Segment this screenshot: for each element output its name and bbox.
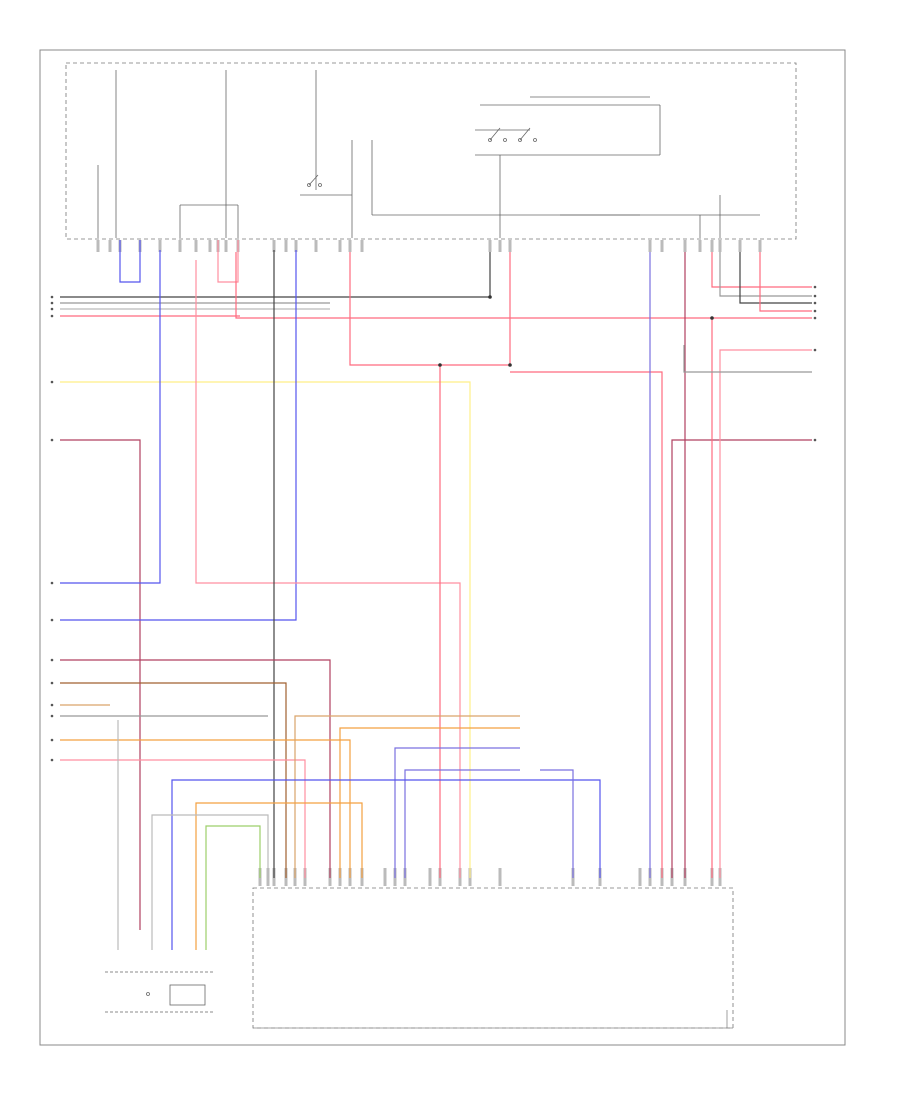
diagram-frame bbox=[39, 49, 846, 1046]
wire-red-right-mid bbox=[510, 371, 663, 878]
right-terminal-marks bbox=[813, 285, 817, 442]
wire-maroon-660 bbox=[60, 659, 331, 878]
wire-dark-right-top-3 bbox=[739, 252, 812, 304]
top-pin bbox=[758, 240, 762, 252]
wire-grey-right-top-2 bbox=[719, 252, 812, 297]
wire-dark-bus bbox=[60, 252, 491, 298]
top-connector-pins bbox=[96, 240, 762, 252]
top-pin bbox=[96, 240, 100, 252]
top-pin bbox=[683, 240, 687, 252]
wire-blue-loop bbox=[119, 240, 141, 283]
top-pin bbox=[294, 240, 298, 252]
wire-red-right-top-4 bbox=[759, 252, 812, 312]
wire-green-lower bbox=[205, 825, 261, 950]
wire-red-right-top-1 bbox=[711, 252, 812, 288]
wire-pink-right-long bbox=[719, 349, 812, 878]
top-pin bbox=[224, 240, 228, 252]
top-pin bbox=[314, 240, 318, 252]
wire-yellow bbox=[60, 381, 471, 878]
splice-dots bbox=[438, 295, 714, 367]
wire-orange-right bbox=[339, 727, 520, 878]
wire-orange-lower bbox=[195, 802, 363, 950]
wire-red-bus-right bbox=[235, 252, 812, 319]
top-pin bbox=[208, 240, 212, 252]
bottom-pin bbox=[498, 868, 502, 886]
wire-maroon-left bbox=[60, 439, 141, 930]
wire-blue-long-2 bbox=[60, 250, 297, 621]
wire-pink-760 bbox=[60, 759, 306, 878]
top-pin bbox=[338, 240, 342, 252]
top-pin bbox=[284, 240, 288, 252]
wire-pink-loop bbox=[217, 240, 239, 283]
top-pin bbox=[508, 240, 512, 252]
top-pin bbox=[498, 240, 502, 252]
top-pin bbox=[738, 240, 742, 252]
wire-red-mid bbox=[349, 252, 511, 366]
top-box-internals bbox=[97, 70, 760, 238]
top-pin bbox=[648, 240, 652, 252]
top-pin bbox=[178, 240, 182, 252]
wire-violet-lower-3 bbox=[171, 779, 601, 950]
bottom-pin bbox=[638, 868, 642, 886]
wire-violet-lower bbox=[394, 747, 520, 878]
wire-pink-long bbox=[195, 260, 461, 878]
relay-switches bbox=[307, 127, 537, 187]
left-terminal-marks bbox=[50, 295, 54, 762]
top-pin bbox=[194, 240, 198, 252]
bottom-left-component bbox=[105, 971, 215, 1013]
bottom-module-box bbox=[252, 887, 734, 1029]
wire-brown-683 bbox=[60, 682, 287, 878]
top-pin bbox=[488, 240, 492, 252]
wire-grey-lower bbox=[151, 814, 269, 950]
top-pin bbox=[158, 240, 162, 252]
wire-grey-right-short bbox=[683, 345, 812, 373]
bottom-connector-pins bbox=[258, 868, 722, 886]
wire-orange-740 bbox=[60, 739, 351, 878]
wire-tan-right bbox=[294, 715, 520, 878]
top-pin bbox=[108, 240, 112, 252]
top-pin bbox=[698, 240, 702, 252]
top-pin bbox=[360, 240, 364, 252]
top-pin bbox=[348, 240, 352, 252]
top-pin bbox=[718, 240, 722, 252]
bottom-pin bbox=[383, 868, 387, 886]
wire-violet-lower-4 bbox=[540, 769, 574, 878]
top-pin bbox=[272, 240, 276, 252]
wire-blue-long-1 bbox=[60, 250, 161, 584]
top-module-box bbox=[65, 62, 797, 240]
bottom-pin bbox=[428, 868, 432, 886]
wire-maroon-right-2 bbox=[671, 439, 812, 878]
top-pin bbox=[710, 240, 714, 252]
wires bbox=[60, 240, 812, 950]
top-pin bbox=[660, 240, 664, 252]
wire-violet-lower-2 bbox=[404, 769, 520, 878]
